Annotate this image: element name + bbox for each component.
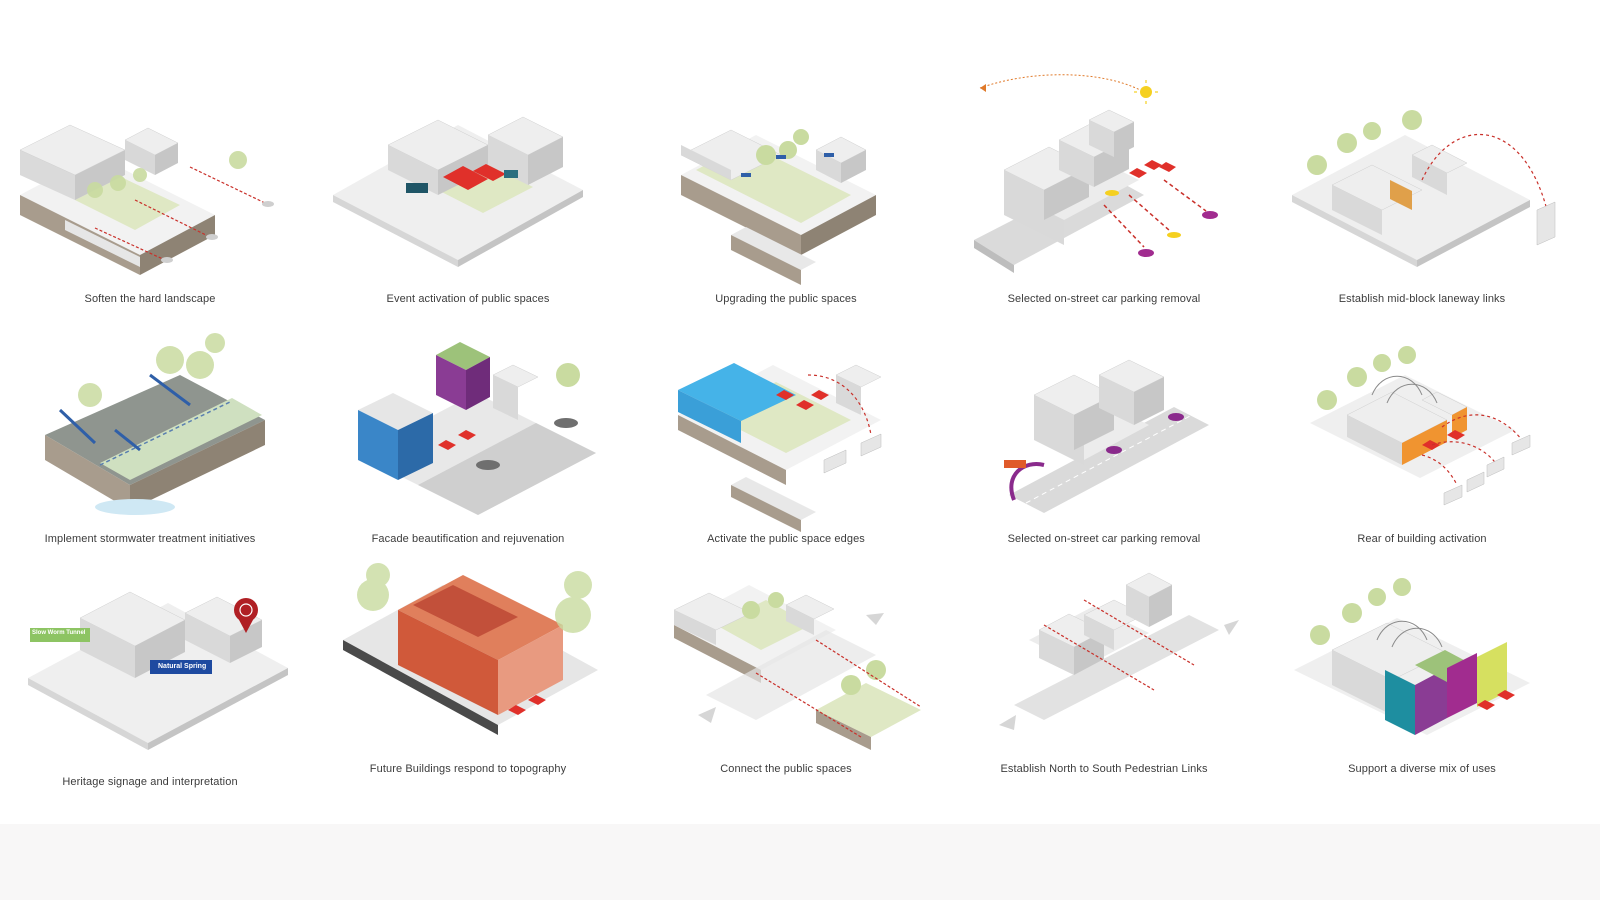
panel-facade: Facade beautification and rejuvenation <box>318 335 618 575</box>
hard-landscape-diagram <box>19 124 274 275</box>
mixed-use-diagram <box>1294 578 1530 735</box>
panel-upgrading-spaces: Upgrading the public spaces <box>636 95 936 335</box>
rear-activation-diagram <box>1310 346 1531 506</box>
panel-caption: Implement stormwater treatment initiativ… <box>44 533 256 545</box>
laneway-links-diagram <box>1292 110 1556 267</box>
panel-caption: Activate the public space edges <box>707 533 865 545</box>
panel-topography: Future Buildings respond to topography <box>318 563 618 805</box>
panel-caption: Facade beautification and rejuvenation <box>371 533 565 545</box>
panel-connect-spaces: Connect the public spaces <box>636 565 936 805</box>
panel-caption: Rear of building activation <box>1357 533 1487 545</box>
sign-slow-worm: Slow Worm Tunnel <box>32 630 86 636</box>
panel-caption: Event activation of public spaces <box>386 293 550 305</box>
panel-caption: Upgrading the public spaces <box>715 293 857 305</box>
panel-caption: Heritage signage and interpretation <box>62 776 238 788</box>
panel-parking-removal-2: Selected on-street car parking removal <box>954 335 1254 575</box>
space-edges-diagram <box>678 363 882 532</box>
parking-removal-diagram <box>974 109 1218 273</box>
panel-mixed-use: Support a diverse mix of uses <box>1272 565 1572 805</box>
panel-caption: Selected on-street car parking removal <box>1007 533 1201 545</box>
connect-spaces-diagram <box>673 585 922 750</box>
panel-stormwater: Implement stormwater treatment initiativ… <box>0 333 300 575</box>
panel-caption: Selected on-street car parking removal <box>1007 293 1201 305</box>
facade-diagram <box>358 342 596 515</box>
panel-rear-activation: Rear of building activation <box>1272 335 1572 575</box>
panel-caption: Soften the hard landscape <box>84 293 216 305</box>
panel-parking-removal: Selected on-street car parking removal <box>954 95 1254 335</box>
event-activation-diagram <box>333 116 583 267</box>
sign-board-green <box>30 628 90 642</box>
stormwater-diagram <box>45 333 265 515</box>
panel-caption: Establish North to South Pedestrian Link… <box>1000 763 1208 775</box>
panel-caption: Support a diverse mix of uses <box>1348 763 1496 775</box>
panel-laneway-links: Establish mid-block laneway links <box>1272 95 1572 335</box>
sign-natural-spring: Natural Spring <box>158 663 207 670</box>
panel-pedestrian-links: Establish North to South Pedestrian Link… <box>954 565 1254 805</box>
panel-caption: Future Buildings respond to topography <box>369 763 567 775</box>
parking-removal-diagram-2 <box>1004 359 1209 513</box>
panel-soften-landscape: Soften the hard landscape <box>0 95 300 335</box>
heritage-signage-diagram <box>28 591 288 750</box>
panel-caption: Connect the public spaces <box>720 763 852 775</box>
upgrading-spaces-diagram <box>680 129 876 285</box>
topography-diagram <box>343 563 598 735</box>
panel-caption: Establish mid-block laneway links <box>1338 293 1506 305</box>
panel-space-edges: Activate the public space edges <box>636 335 936 575</box>
panel-event-activation: Event activation of public spaces <box>318 95 618 335</box>
footer-band <box>0 824 1600 900</box>
sun-path-icon <box>979 74 1158 104</box>
sign-board-blue <box>150 660 212 674</box>
pedestrian-links-diagram <box>999 572 1239 730</box>
diagram-grid: Soften the hard landscape Event activati… <box>0 74 1572 818</box>
panel-heritage-signage: Slow Worm Tunnel Natural Spring Heritage… <box>0 578 300 818</box>
